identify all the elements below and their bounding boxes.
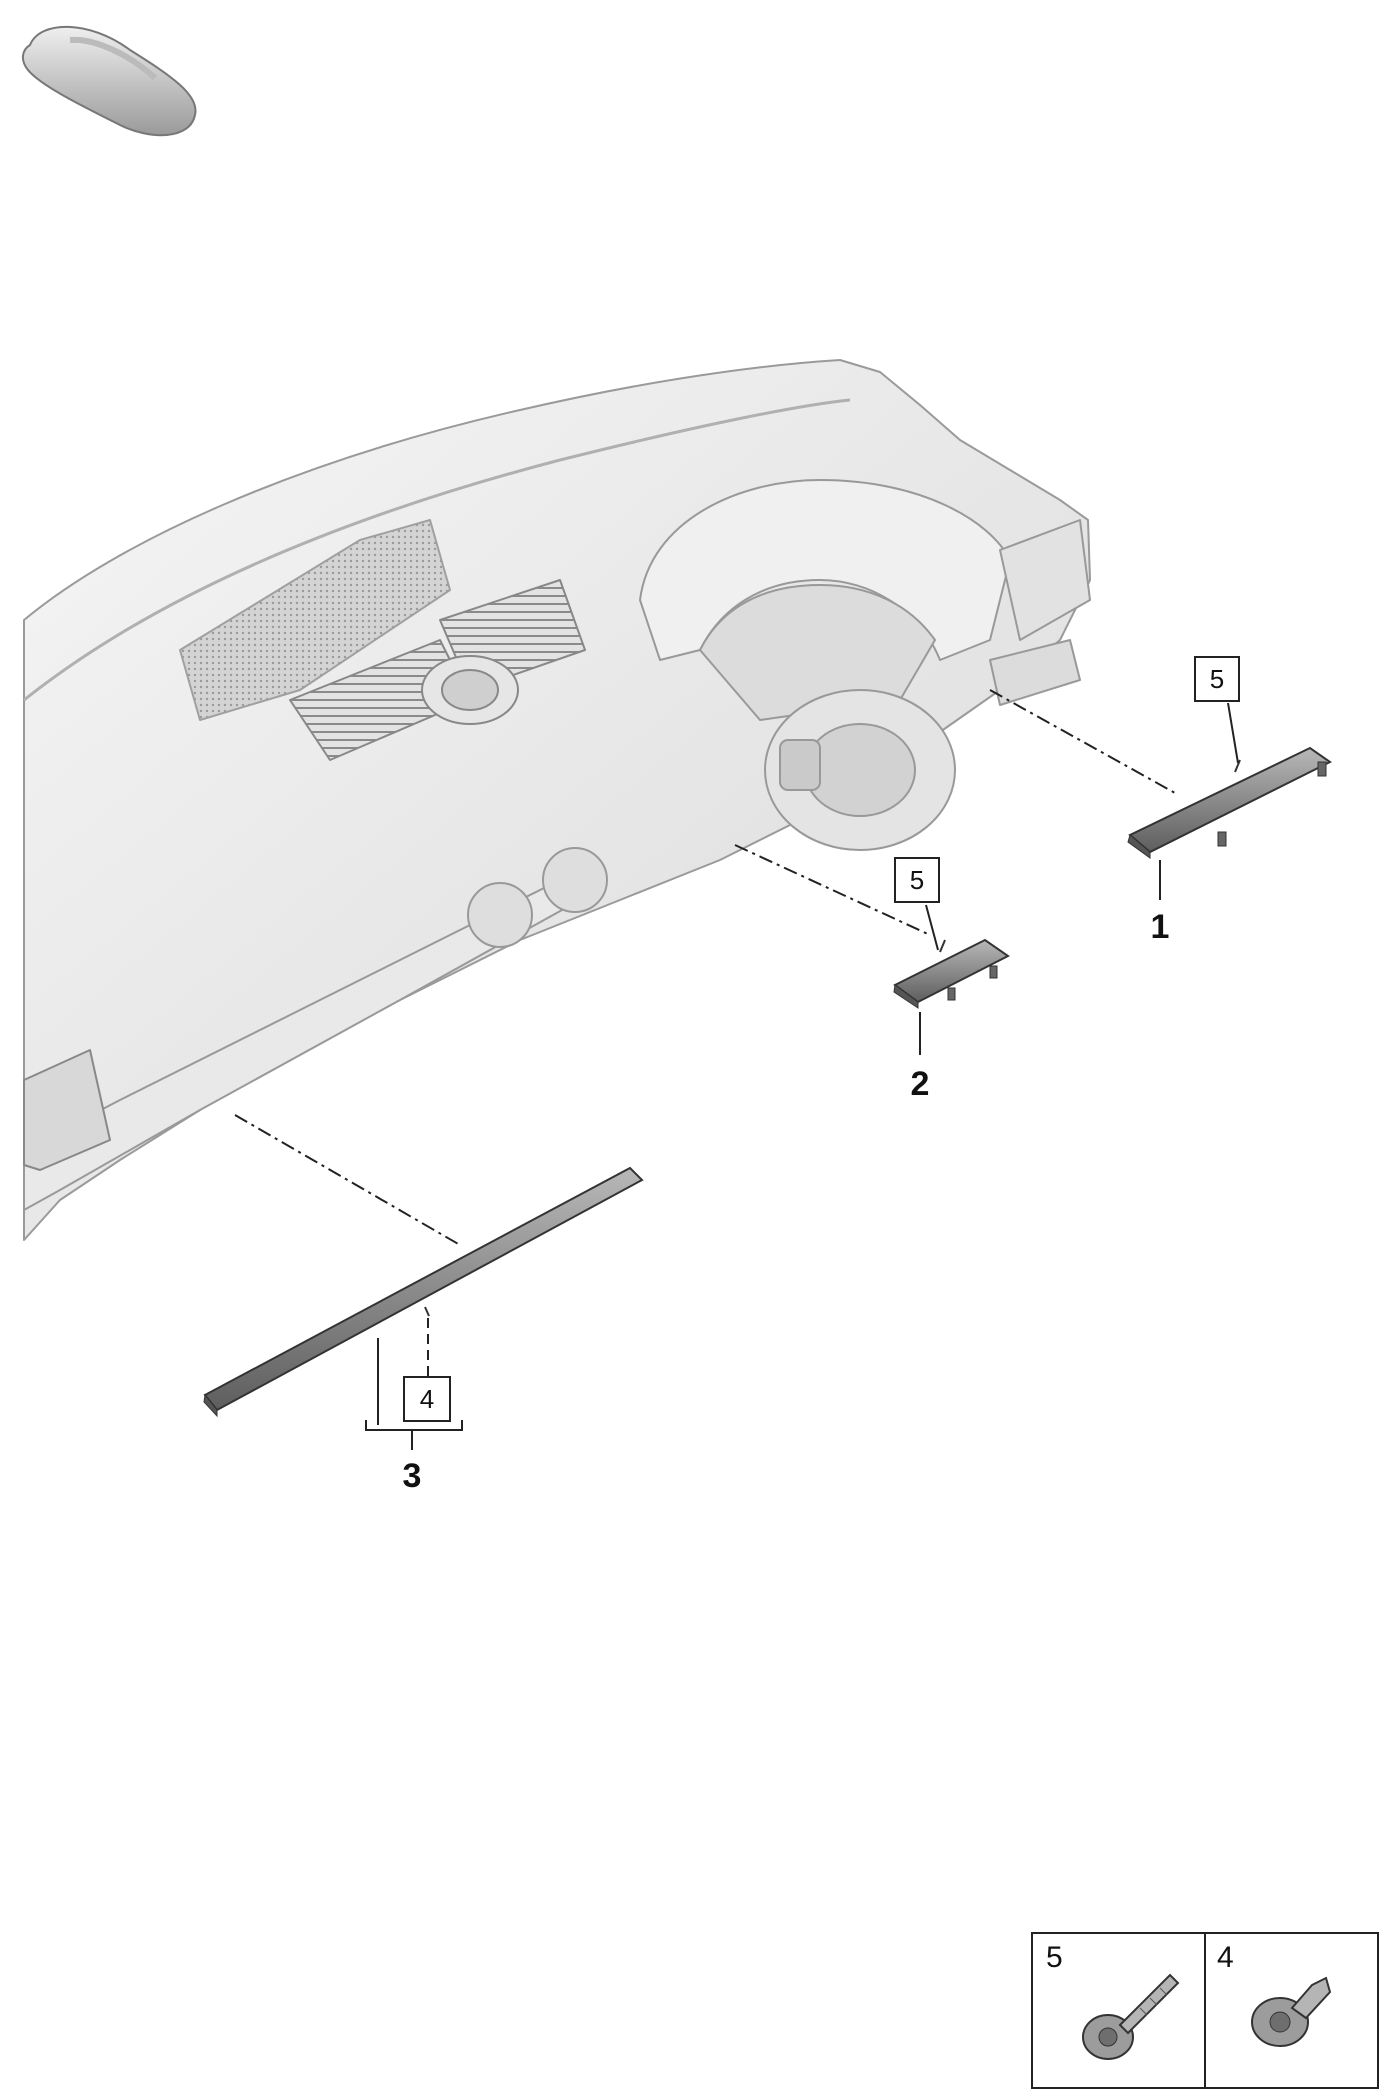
ref-box-5-center: 5 — [894, 857, 940, 951]
ref-5-center-label: 5 — [910, 865, 924, 895]
legend-4-label: 4 — [1217, 1941, 1234, 1974]
ref-5-right-label: 5 — [1210, 664, 1224, 694]
ref-box-4-left: 4 — [403, 1376, 451, 1422]
part-1-trim-strip — [1127, 746, 1332, 859]
ref-box-5-right: 5 — [1194, 656, 1240, 764]
part-2-trim-piece — [893, 938, 1010, 1009]
dashboard-assembly — [23, 359, 1091, 1241]
fastener-legend: 5 4 — [1031, 1932, 1379, 2089]
screw-icon — [1082, 1973, 1180, 2060]
callout-3: 3 — [365, 1318, 463, 1495]
ref-4-left-label: 4 — [420, 1384, 434, 1414]
leader-lines — [234, 689, 1176, 1246]
part-3-long-strip — [203, 1166, 644, 1418]
callout-3-label: 3 — [403, 1457, 422, 1495]
callout-2: 2 — [911, 1012, 930, 1103]
clip-icon — [1251, 1976, 1332, 2047]
callout-1: 1 — [1151, 860, 1170, 946]
car-silhouette-icon — [22, 25, 197, 137]
callout-2-label: 2 — [911, 1065, 930, 1103]
callout-1-label: 1 — [1151, 908, 1170, 946]
legend-5-label: 5 — [1046, 1941, 1063, 1974]
